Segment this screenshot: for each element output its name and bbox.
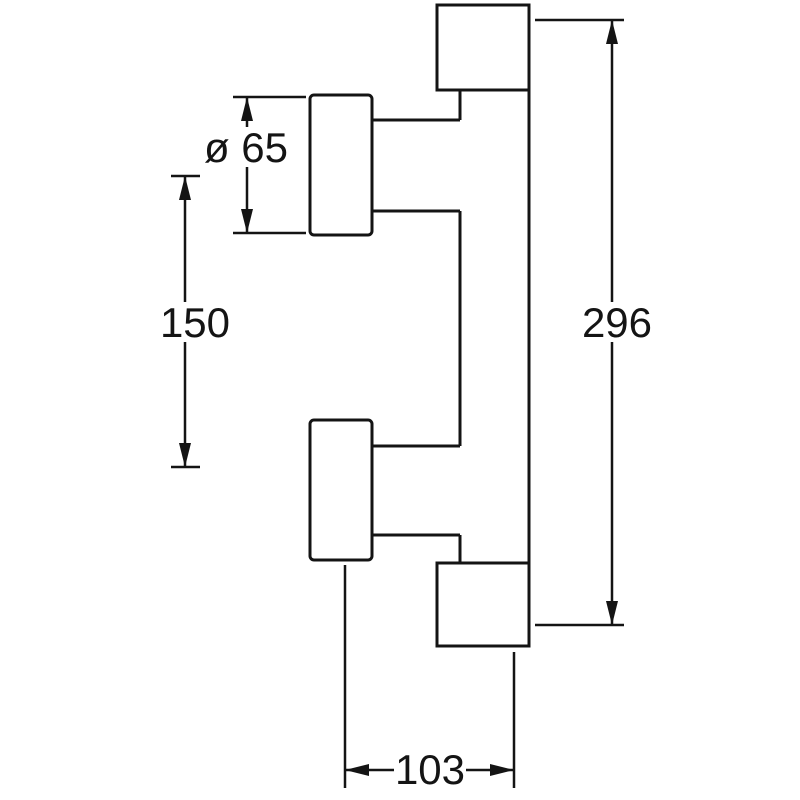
label-background (159, 302, 231, 342)
label-background (199, 127, 293, 167)
fixture-top-flange (435, 3, 531, 92)
label-background (579, 302, 655, 342)
fixture-top-handle (308, 93, 374, 237)
dimension-handle-spacing: 150 (159, 174, 231, 469)
arrowhead-right-icon (490, 764, 514, 776)
label-background (394, 749, 466, 789)
arrowhead-left-icon (345, 764, 369, 776)
arrowhead-down-icon (179, 443, 191, 467)
dimension-label-diameter: ø 65 (204, 124, 288, 171)
arrowhead-up-icon (606, 20, 618, 44)
fixture-bottom-handle (308, 418, 374, 562)
arrowhead-down-icon (241, 209, 253, 233)
dimension-handle-diameter: ø 65 (199, 95, 306, 235)
dimension-overall-length: 296 (535, 18, 655, 627)
dimension-label-length: 296 (582, 299, 652, 346)
arrowhead-up-icon (179, 176, 191, 200)
arrowhead-down-icon (606, 601, 618, 625)
dimension-label-spacing: 150 (160, 299, 230, 346)
fixture-outline (308, 3, 531, 648)
fixture-bottom-flange (435, 561, 531, 648)
dimension-projection-depth: 103 (343, 565, 516, 793)
arrowhead-up-icon (241, 97, 253, 121)
dimension-label-depth: 103 (395, 746, 465, 793)
